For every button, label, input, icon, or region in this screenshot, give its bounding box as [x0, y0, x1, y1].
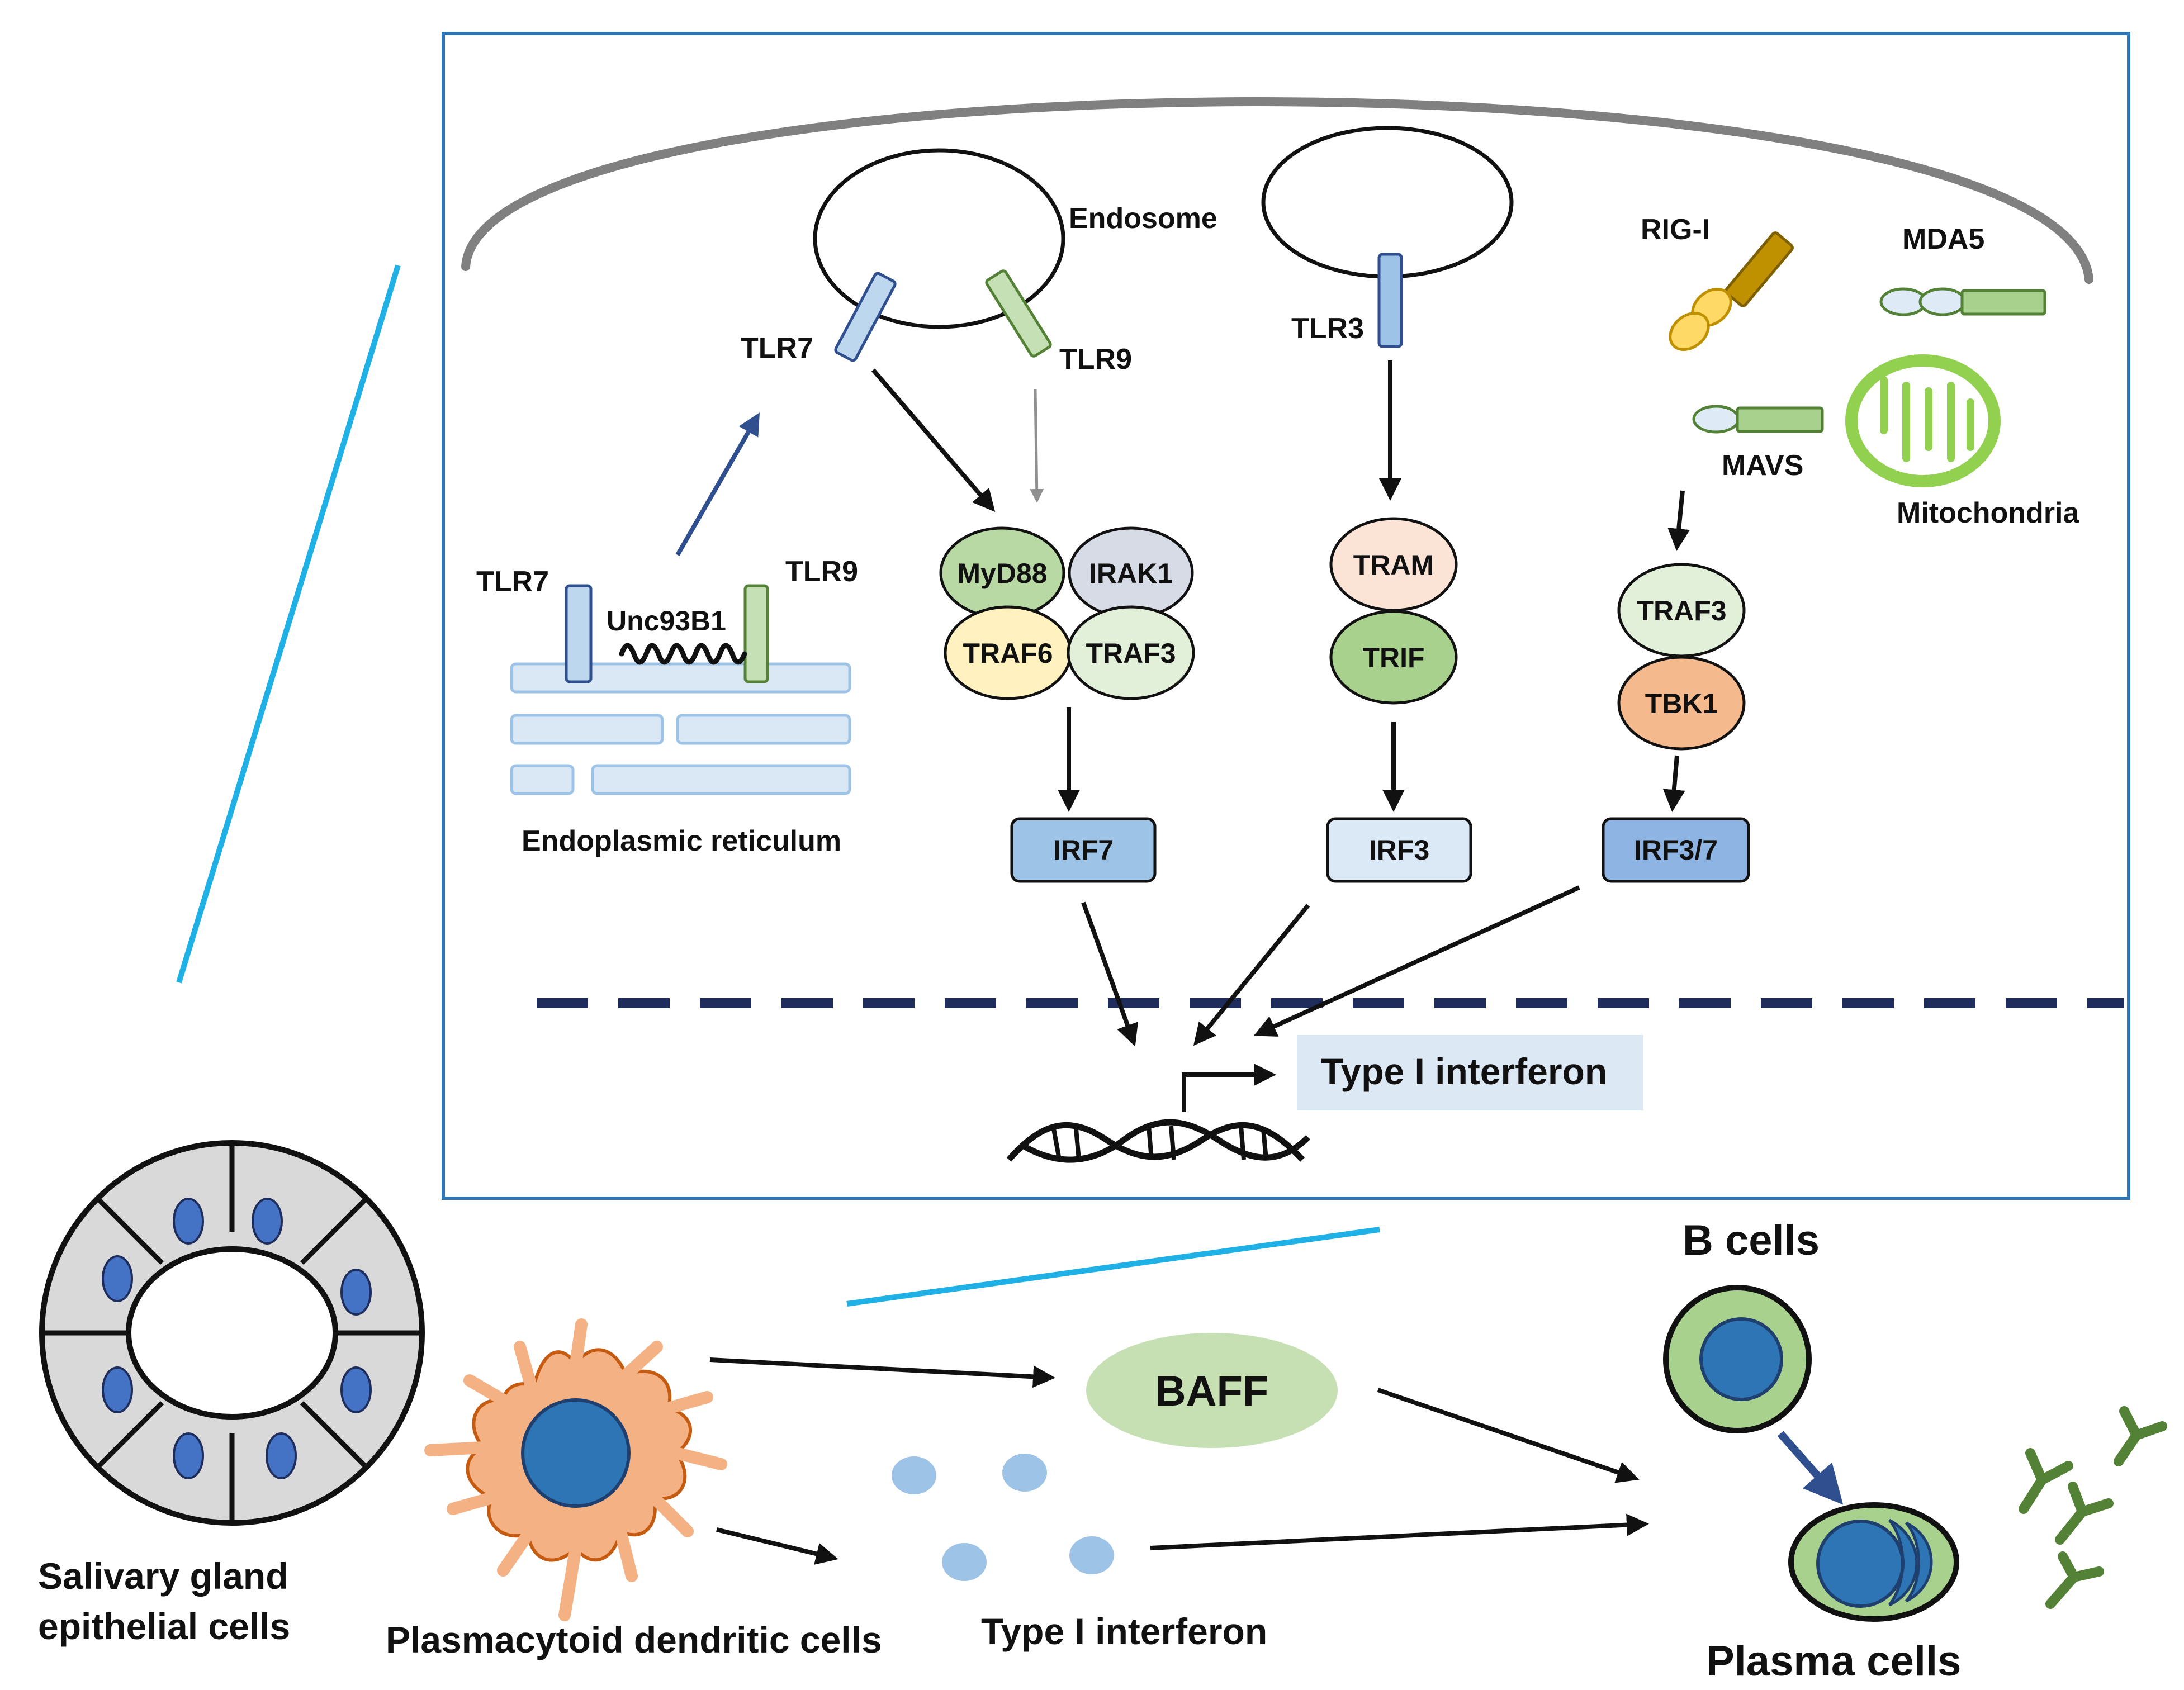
tlr7-er-receptor — [565, 584, 593, 683]
tlr9-er-receptor — [743, 584, 769, 683]
interferon-bottom-label: Type I interferon — [981, 1611, 1267, 1652]
trif-label: TRIF — [1362, 642, 1424, 673]
irf3-box — [1326, 817, 1472, 883]
tram-label: TRAM — [1353, 549, 1434, 581]
endoplasmic-reticulum — [510, 662, 851, 795]
arrow-tlr7-to-myd88 — [871, 368, 996, 512]
plasma-cell-crescent-3 — [1905, 1521, 1933, 1603]
tlr3-label: TLR3 — [1291, 312, 1364, 345]
irf37-label: IRF3/7 — [1634, 834, 1718, 866]
salivary-label-line1: Salivary gland — [38, 1555, 288, 1597]
pdc-label: Plasmacytoid dendritic cells — [386, 1619, 882, 1660]
unc93b1-coil — [619, 643, 747, 665]
trif-node — [1329, 610, 1458, 705]
unc93b1-label: Unc93B1 — [607, 605, 726, 637]
arrow-irf3-to-dna — [1193, 904, 1310, 1046]
endosome-left — [813, 148, 1065, 329]
baff-label: BAFF — [1155, 1368, 1269, 1415]
arrow-baff-to-plasma — [1377, 1388, 1640, 1483]
mitochondria-cristae — [1880, 376, 1974, 462]
irf37-box — [1602, 817, 1750, 883]
arrow-mavs-to-traf3 — [1667, 490, 1690, 551]
tlr9-endosome-receptor — [985, 269, 1052, 358]
rig-i-helicase-domain — [1725, 231, 1794, 307]
arrow-irf37-to-dna — [1253, 885, 1580, 1037]
plasma-cells-label: Plasma cells — [1706, 1637, 1961, 1685]
endosome-label: Endosome — [1069, 202, 1217, 235]
irf3-label: IRF3 — [1369, 834, 1429, 866]
rig-i-card-domain-2 — [1669, 311, 1710, 352]
zoom-connector-line-left — [176, 264, 401, 984]
mda5-helicase-domain — [1960, 289, 2046, 316]
mitochondria-label: Mitochondria — [1897, 497, 2080, 529]
irf7-label: IRF7 — [1053, 834, 1114, 866]
rig-i-label: RIG-I — [1641, 213, 1710, 246]
type1-interferon-box — [1297, 1035, 1643, 1110]
arrow-er-to-endosome — [675, 412, 760, 556]
interferon-molecules — [892, 1454, 1114, 1581]
arrow-tbk1-to-irf37 — [1662, 755, 1685, 812]
salivary-label-line2: epithelial cells — [38, 1606, 290, 1647]
mavs-card-domain — [1692, 405, 1740, 434]
arrow-interferon-to-plasma — [1150, 1513, 1649, 1550]
type1-interferon-panel-label: Type I interferon — [1321, 1051, 1607, 1092]
plasmacytoid-dendritic-cell — [424, 1318, 727, 1621]
traf3-rig-label: TRAF3 — [1636, 595, 1726, 626]
antibodies — [2019, 1406, 2167, 1609]
irak1-label: IRAK1 — [1089, 558, 1173, 589]
mda5-label: MDA5 — [1902, 223, 1984, 255]
tbk1-node — [1617, 656, 1746, 751]
tlr9-er-label: TLR9 — [785, 556, 858, 588]
plasma-cell-nucleus — [1816, 1520, 1905, 1608]
mavs-body — [1736, 406, 1824, 433]
mda5-card-domain-2 — [1918, 287, 1967, 316]
arrow-pdc-to-baff — [709, 1357, 1055, 1388]
tlr7-endosome-receptor — [834, 272, 897, 362]
tlr7-er-label: TLR7 — [476, 566, 549, 598]
cell-membrane-arc — [461, 97, 2093, 284]
mavs-label: MAVS — [1722, 449, 1803, 482]
arrow-bcell-to-plasma — [1777, 1431, 1844, 1505]
arrow-irf7-to-dna — [1081, 901, 1138, 1047]
arrow-tlr9-to-myd88 — [1030, 388, 1044, 503]
traf3-myd88-label: TRAF3 — [1086, 638, 1176, 669]
traf6-label: TRAF6 — [963, 638, 1053, 669]
er-label: Endoplasmic reticulum — [522, 825, 841, 857]
salivary-gland-acinus — [39, 1140, 425, 1526]
irf7-box — [1010, 817, 1157, 883]
dna-helix — [1006, 1119, 1310, 1163]
tlr3-receptor — [1377, 253, 1403, 348]
b-cell-nucleus — [1699, 1317, 1783, 1401]
traf3-myd88-node — [1067, 605, 1195, 700]
baff-ellipse — [1086, 1333, 1338, 1448]
myd88-label: MyD88 — [957, 558, 1047, 589]
tlr7-endosome-label: TLR7 — [741, 332, 813, 364]
arrow-pdc-to-interferon — [716, 1527, 838, 1565]
zoom-connector-line-bottom — [846, 1227, 1380, 1307]
tlr9-endosome-label: TLR9 — [1059, 343, 1132, 376]
b-cells-label: B cells — [1683, 1217, 1820, 1264]
transcription-start-arrow — [1182, 1064, 1276, 1112]
tbk1-label: TBK1 — [1645, 688, 1718, 719]
